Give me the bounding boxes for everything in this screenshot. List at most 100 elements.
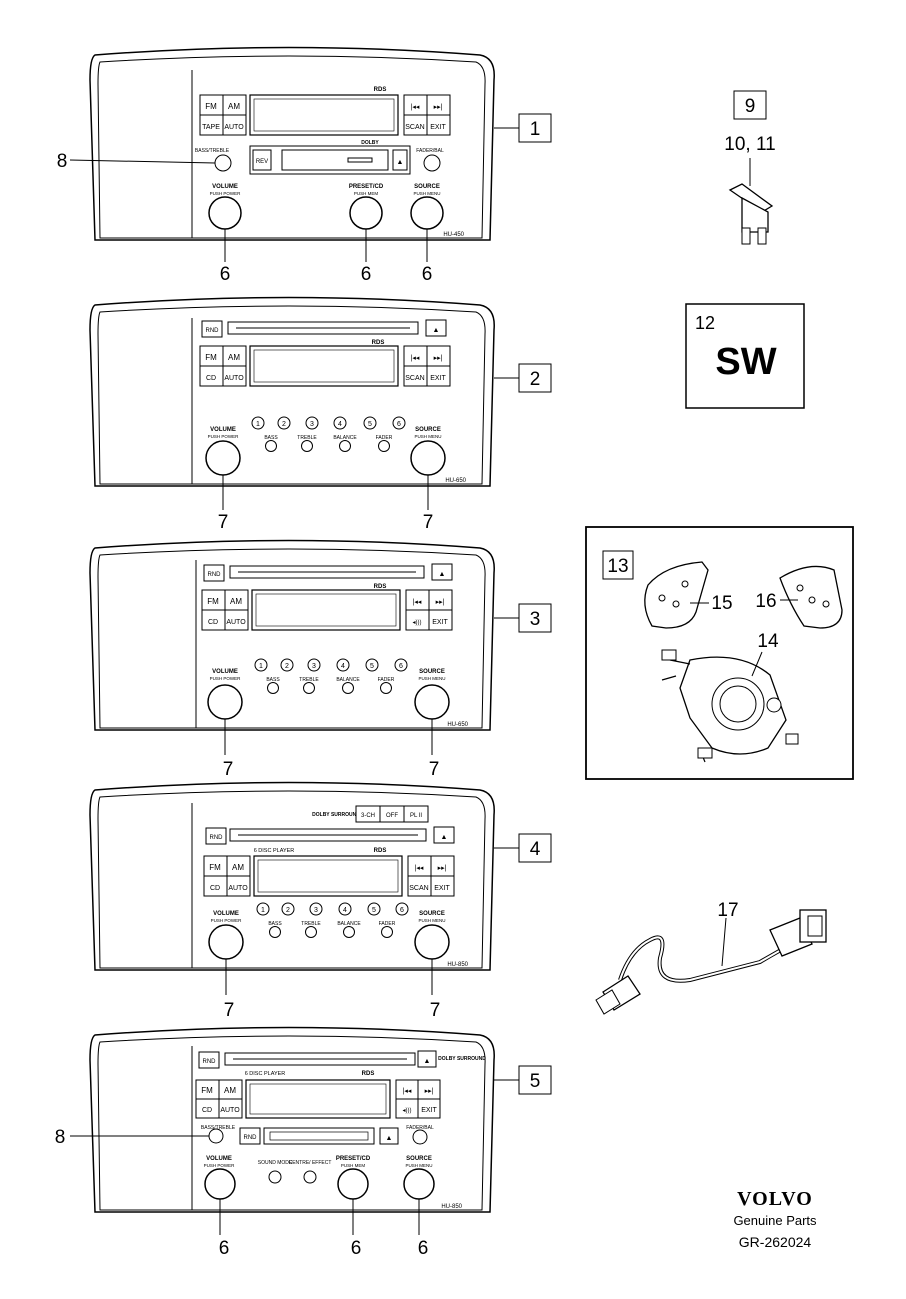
btn-exit: EXIT bbox=[434, 885, 450, 892]
svg-text:2: 2 bbox=[286, 907, 290, 914]
label-source: SOURCE bbox=[419, 669, 445, 675]
btn-am: AM bbox=[228, 102, 240, 111]
svg-text:4: 4 bbox=[343, 907, 347, 914]
ref-12: 12 bbox=[695, 313, 715, 333]
callout-1: 1 bbox=[530, 119, 541, 140]
btn-eject-2: ▲ bbox=[386, 1135, 393, 1142]
svg-text:BALANCE: BALANCE bbox=[337, 921, 361, 927]
knob-volume bbox=[208, 196, 242, 230]
ref-7f: 7 bbox=[430, 1000, 441, 1021]
rds-logo: RDS bbox=[374, 848, 387, 854]
btn-cd: CD bbox=[208, 619, 218, 626]
knob-volume bbox=[208, 924, 244, 960]
rds-logo: RDS bbox=[374, 87, 387, 93]
knob-preset bbox=[337, 1168, 369, 1200]
btn-prev: |◂◂ bbox=[403, 1088, 412, 1095]
label-source-sub: PUSH MENU bbox=[418, 918, 445, 923]
btn-next: ▸▸| bbox=[425, 1088, 434, 1095]
btn-rev: REV bbox=[256, 159, 268, 165]
svg-text:5: 5 bbox=[372, 907, 376, 914]
svg-text:4: 4 bbox=[338, 421, 342, 428]
btn-centre-effect bbox=[303, 1170, 317, 1184]
cable-part: 17 bbox=[595, 900, 827, 1015]
label-volume-sub: PUSH POWER bbox=[208, 434, 240, 439]
callout-4-box bbox=[518, 833, 552, 863]
btn-eject: ▲ bbox=[433, 327, 440, 334]
btn-prev: |◂◂ bbox=[415, 865, 424, 872]
callout-1-box bbox=[518, 113, 552, 143]
btn-tape: TAPE bbox=[202, 124, 220, 131]
knob-fader-bal bbox=[412, 1129, 428, 1145]
svg-text:6: 6 bbox=[400, 907, 404, 914]
label-source-sub: PUSH MENU bbox=[413, 191, 440, 196]
label-source: SOURCE bbox=[415, 427, 441, 433]
btn-fm: FM bbox=[201, 1086, 213, 1095]
rds-logo: RDS bbox=[372, 340, 385, 346]
ref-17: 17 bbox=[717, 900, 738, 921]
display-screen bbox=[249, 345, 399, 387]
ref-7a: 7 bbox=[218, 512, 229, 533]
btn-cd: CD bbox=[206, 375, 216, 382]
callout-9: 9 bbox=[745, 96, 756, 117]
btn-am: AM bbox=[230, 597, 242, 606]
svg-text:4: 4 bbox=[341, 663, 345, 670]
label-fader-bal: FADER/BAL bbox=[416, 148, 444, 154]
svg-text:6: 6 bbox=[399, 663, 403, 670]
dolby-logo: DOLBY SURROUND bbox=[312, 812, 360, 818]
label-preset-sub: PUSH MEM bbox=[354, 191, 379, 196]
btn-exit: EXIT bbox=[430, 375, 446, 382]
btn-fm: FM bbox=[205, 102, 217, 111]
volvo-logo: VOLVO bbox=[737, 1188, 813, 1210]
btn-scan: SCAN bbox=[405, 375, 424, 382]
btn-auto: AUTO bbox=[228, 885, 248, 892]
ref-16: 16 bbox=[755, 591, 776, 612]
btn-rnd: RND bbox=[203, 1059, 217, 1065]
btn-am: AM bbox=[232, 863, 244, 872]
callout-5-box bbox=[518, 1065, 552, 1095]
preset-buttons: 1 2 3 4 5 6 bbox=[256, 902, 409, 916]
callout-3: 3 bbox=[530, 609, 541, 630]
btn-auto: AUTO bbox=[224, 124, 244, 131]
label-volume-sub: PUSH POWER bbox=[211, 918, 243, 923]
label-volume: VOLUME bbox=[206, 1156, 232, 1162]
svg-text:TREBLE: TREBLE bbox=[301, 921, 321, 927]
svg-text:2: 2 bbox=[282, 421, 286, 428]
display-screen bbox=[249, 94, 399, 136]
model-label: HU-450 bbox=[443, 232, 464, 238]
knob-source bbox=[414, 684, 450, 720]
btn-auto: AUTO bbox=[220, 1107, 240, 1114]
label-volume-sub: PUSH POWER bbox=[210, 191, 242, 196]
btn-next: ▸▸| bbox=[434, 355, 443, 362]
label-bass-treble: BASS/TREBLE bbox=[201, 1125, 236, 1131]
button-cluster-right: |◂◂ ▸▸| SCAN EXIT bbox=[403, 94, 451, 136]
label-6-disc: 6 DISC PLAYER bbox=[254, 848, 295, 854]
svg-text:5: 5 bbox=[368, 421, 372, 428]
ref-10-11: 10, 11 bbox=[724, 134, 775, 155]
svg-text:BASS: BASS bbox=[268, 921, 282, 927]
svg-text:1: 1 bbox=[256, 421, 260, 428]
preset-buttons: 1 2 3 4 5 6 bbox=[251, 416, 406, 430]
btn-am: AM bbox=[224, 1086, 236, 1095]
btn-audio: ◂))) bbox=[402, 1108, 411, 1114]
btn-auto: AUTO bbox=[226, 619, 246, 626]
btn-eject: ▲ bbox=[439, 571, 446, 578]
ref-6d: 6 bbox=[219, 1238, 230, 1259]
label-volume: VOLUME bbox=[210, 427, 236, 433]
model-label: HU-850 bbox=[441, 1204, 462, 1210]
knob-volume bbox=[204, 1168, 236, 1200]
ref-7d: 7 bbox=[429, 759, 440, 780]
svg-text:6: 6 bbox=[397, 421, 401, 428]
svg-text:BASS: BASS bbox=[264, 435, 278, 441]
rds-logo: RDS bbox=[374, 584, 387, 590]
btn-fm: FM bbox=[207, 597, 219, 606]
ref-8a: 8 bbox=[57, 151, 68, 172]
svg-text:5: 5 bbox=[370, 663, 374, 670]
knob-source bbox=[414, 924, 450, 960]
label-sound-mode: SOUND MODE bbox=[258, 1160, 293, 1166]
label-volume: VOLUME bbox=[212, 669, 238, 675]
ref-6a: 6 bbox=[220, 264, 231, 285]
btn-next: ▸▸| bbox=[438, 865, 447, 872]
tone-buttons: BASS TREBLE BALANCE FADER bbox=[266, 677, 395, 694]
ref-6b: 6 bbox=[361, 264, 372, 285]
label-fader-bal: FADER/BAL bbox=[406, 1125, 434, 1131]
